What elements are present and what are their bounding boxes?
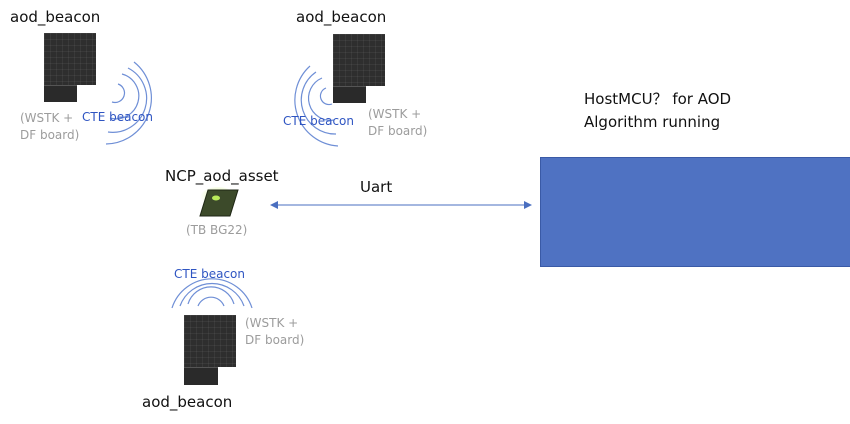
- beacon-1-board: [44, 33, 96, 85]
- host-mcu-box: [540, 157, 850, 267]
- beacon-3-label: aod_beacon: [142, 393, 233, 411]
- beacon-3-board-tab: [184, 367, 218, 385]
- uart-label: Uart: [360, 178, 393, 196]
- beacon-2-note-line2: DF board): [368, 124, 428, 138]
- beacon-2-board-tab: [333, 86, 366, 103]
- beacon-3-signal-label: CTE beacon: [174, 267, 246, 281]
- beacon-3-signal-waves-icon: [171, 278, 253, 309]
- beacon-1-label: aod_beacon: [10, 8, 101, 26]
- beacon-2-label: aod_beacon: [296, 8, 387, 26]
- beacon-1-signal-label: CTE beacon: [82, 110, 154, 124]
- asset-label: NCP_aod_asset: [165, 167, 279, 185]
- beacon-2-note-line1: (WSTK +: [368, 107, 422, 121]
- uart-double-arrow: [270, 201, 532, 209]
- host-label-line2: Algorithm running: [584, 113, 721, 131]
- beacon-3-note-line2: DF board): [245, 333, 305, 347]
- beacon-1-note-line1: (WSTK +: [20, 111, 74, 125]
- beacon-3-board: [184, 315, 236, 367]
- asset-note: (TB BG22): [186, 223, 248, 237]
- beacon-1-board-tab: [44, 85, 77, 102]
- beacon-1-signal-waves-icon: [105, 61, 152, 145]
- beacon-1-note-line2: DF board): [20, 128, 80, 142]
- host-label-line1: HostMCU？ for AOD: [584, 90, 732, 108]
- beacon-2-signal-label: CTE beacon: [283, 114, 355, 128]
- asset-board-icon: [199, 187, 239, 217]
- beacon-2-board: [333, 34, 385, 86]
- beacon-2-signal-waves-icon: [294, 65, 339, 147]
- beacon-3-note-line1: (WSTK +: [245, 316, 299, 330]
